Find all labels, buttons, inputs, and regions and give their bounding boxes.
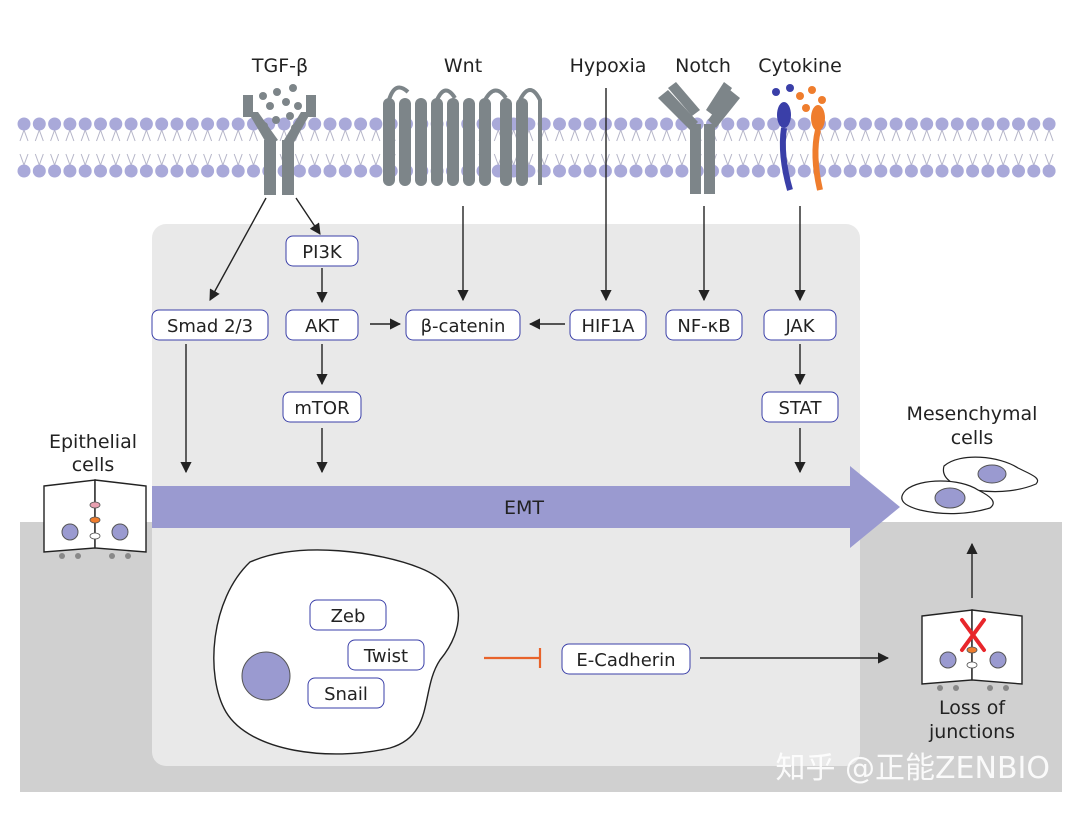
- nucleus-blob: [213, 549, 460, 755]
- svg-text:JAK: JAK: [784, 316, 815, 337]
- loss-label-1: Loss of: [939, 697, 1006, 719]
- nucleolus: [241, 651, 291, 701]
- svg-text:Snail: Snail: [324, 684, 368, 705]
- node-pi3k: PI3K: [285, 235, 359, 267]
- notch-receptor-icon: [658, 82, 740, 194]
- loss-of-junctions-icon: [921, 609, 1023, 691]
- node-mtor: mTOR: [282, 391, 362, 423]
- signal-hypoxia: Hypoxia: [570, 55, 647, 77]
- svg-text:PI3K: PI3K: [302, 242, 343, 263]
- wnt-receptor-icon: [383, 85, 542, 186]
- signal-cytokine: Cytokine: [758, 55, 842, 77]
- svg-text:NF-κB: NF-κB: [677, 316, 730, 337]
- node-nfkb: NF-κB: [665, 309, 743, 341]
- epithelial-label-1: Epithelial: [49, 431, 137, 453]
- epithelial-label-2: cells: [72, 454, 115, 476]
- cross-icon: [960, 618, 986, 652]
- loss-label-2: junctions: [928, 721, 1015, 743]
- inhibition-arrow: [484, 648, 542, 668]
- signal-tgfb: TGF-β: [251, 55, 308, 77]
- svg-text:Zeb: Zeb: [331, 606, 366, 627]
- svg-text:mTOR: mTOR: [294, 398, 349, 419]
- svg-text:β-catenin: β-catenin: [421, 316, 506, 337]
- node-snail: Snail: [307, 677, 385, 709]
- epithelial-cells-icon: [43, 479, 147, 559]
- cell-membrane: [17, 117, 1056, 178]
- node-smad: Smad 2/3: [151, 309, 269, 341]
- signal-wnt: Wnt: [444, 55, 482, 77]
- svg-text:E-Cadherin: E-Cadherin: [576, 650, 675, 671]
- signal-arrows: [180, 88, 978, 664]
- node-akt: AKT: [285, 309, 359, 341]
- cytokine-receptor-icon: [772, 84, 826, 191]
- tgfb-receptor-icon: [243, 84, 316, 195]
- emt-arrow: [152, 466, 900, 548]
- node-twist: Twist: [347, 639, 425, 671]
- mesenchymal-label-1: Mesenchymal: [907, 403, 1038, 425]
- node-jak: JAK: [763, 309, 837, 341]
- mesenchymal-label-2: cells: [951, 427, 994, 449]
- node-ecadherin: E-Cadherin: [561, 643, 691, 675]
- emt-label: EMT: [504, 497, 544, 519]
- svg-text:AKT: AKT: [305, 316, 340, 337]
- svg-text:HIF1A: HIF1A: [582, 316, 636, 337]
- node-zeb: Zeb: [309, 599, 387, 631]
- svg-text:Twist: Twist: [363, 646, 408, 667]
- signal-notch: Notch: [675, 55, 731, 77]
- svg-text:Smad 2/3: Smad 2/3: [167, 316, 253, 337]
- mesenchymal-cells-icon: [901, 456, 1039, 515]
- node-bcatenin: β-catenin: [405, 309, 521, 341]
- node-stat: STAT: [761, 391, 839, 423]
- watermark: 知乎 @正能ZENBIO: [775, 751, 1050, 786]
- svg-text:STAT: STAT: [779, 398, 823, 419]
- node-hif1a: HIF1A: [569, 309, 647, 341]
